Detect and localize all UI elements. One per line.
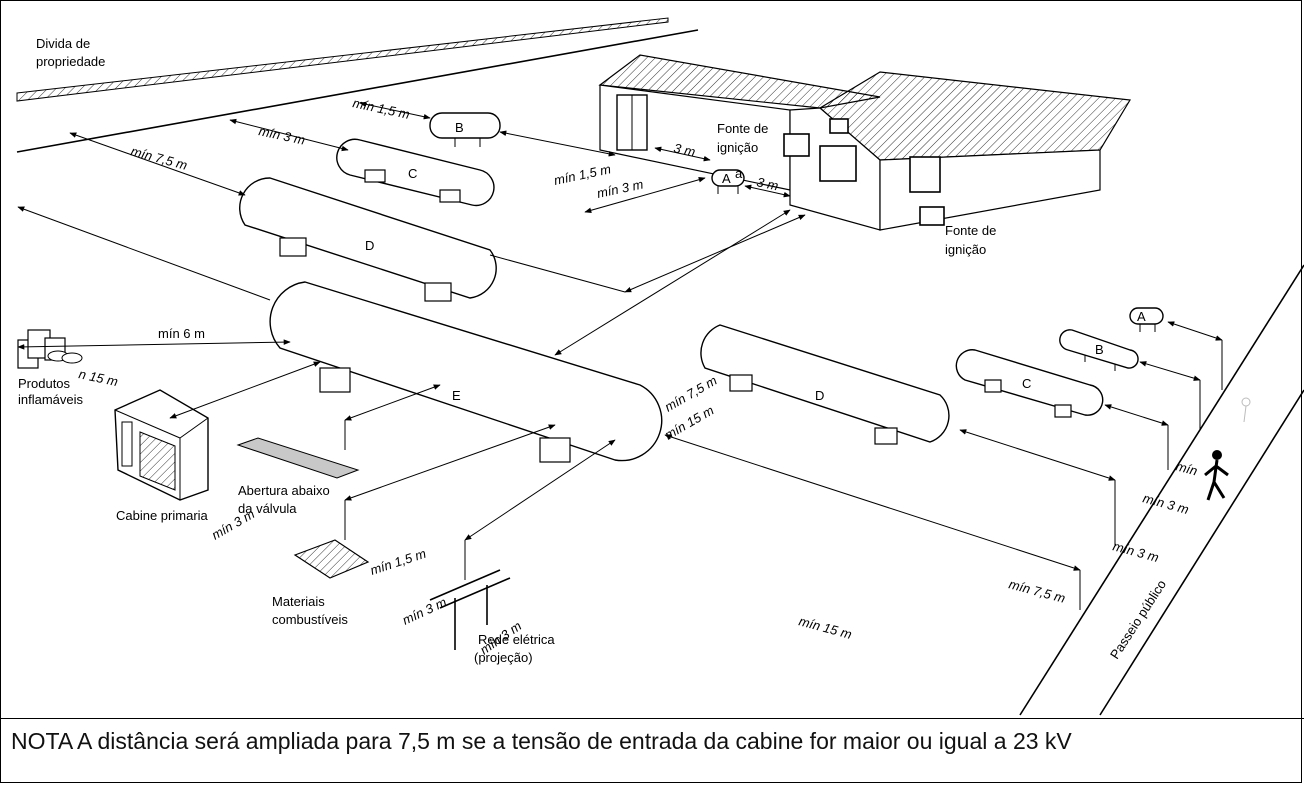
dim-c-property: mín 3 m	[257, 123, 306, 147]
valve-opening-label-1: Abertura abaixo	[238, 483, 330, 498]
tank-c-right-letter: C	[1022, 376, 1031, 391]
dim-flammables-15: n 15 m	[77, 366, 119, 389]
dim-a-house: 3 m	[755, 174, 779, 193]
tank-d-right-letter: D	[815, 388, 824, 403]
tank-c-right	[955, 349, 1104, 418]
tank-b-top	[429, 112, 501, 147]
valve-opening-area	[236, 437, 360, 479]
combustibles-pile	[293, 539, 370, 579]
note-divider	[0, 718, 1304, 719]
flammables-label-1: Produtos	[18, 376, 71, 391]
dim-power-1: mín 3 m	[400, 594, 449, 628]
flammables-pile	[17, 329, 83, 369]
tank-b-right-letter: B	[1095, 342, 1104, 357]
power-line-projection	[429, 569, 511, 650]
dim-d-property: mín 7,5 m	[129, 143, 189, 172]
combustibles-label-2: combustíveis	[272, 612, 348, 627]
tank-e-letter: E	[452, 388, 461, 403]
tank-a-right-letter: A	[1137, 309, 1146, 324]
property-line-label-2: propriedade	[36, 54, 105, 69]
tank-d-top-letter: D	[365, 238, 374, 253]
dim-street-d: mín 7,5 m	[1007, 576, 1067, 605]
tank-b-right	[1059, 329, 1139, 371]
primary-cabin-label: Cabine primaria	[116, 508, 209, 523]
dim-street-c: mín 3 m	[1111, 538, 1160, 565]
house	[598, 54, 1131, 231]
tank-c-top-letter: C	[408, 166, 417, 181]
power-line-label-2: (projeção)	[474, 650, 533, 665]
tank-e-main	[269, 281, 663, 463]
dim-street-b: mín 3 m	[1141, 490, 1190, 517]
ignition-source-box-1	[783, 133, 810, 157]
tank-a-house	[711, 169, 745, 194]
flammables-label-2: inflamáveis	[18, 392, 84, 407]
dim-street-a: mín	[1174, 458, 1199, 478]
property-fence	[16, 17, 699, 153]
ignition-label-1a: Fonte de	[717, 121, 768, 136]
tank-a-house-letter: A	[722, 171, 731, 186]
tank-d-right	[700, 324, 950, 445]
site-diagram: Divida de propriedade Fonte de ignição F…	[16, 17, 1304, 716]
dim-ground-15: mín 15 m	[797, 613, 853, 642]
ignition-label-2b: ignição	[945, 242, 986, 257]
tank-d-top	[239, 177, 497, 302]
dim-valve: mín 3 m	[209, 506, 257, 543]
dim-flammables: mín 6 m	[158, 326, 205, 341]
ignition-label-2a: Fonte de	[945, 223, 996, 238]
ignition-source-box-2	[919, 206, 945, 226]
sidewalk	[1019, 264, 1304, 716]
tank-a-house-sub: a	[735, 166, 743, 181]
combustibles-label-1: Materiais	[272, 594, 325, 609]
pedestrian-icon	[1204, 397, 1251, 501]
ignition-label-1b: ignição	[717, 140, 758, 155]
dim-combustibles: mín 1,5 m	[368, 546, 428, 578]
valve-opening-label-2: da válvula	[238, 501, 297, 516]
dim-b-property: mín 1,5 m	[351, 95, 411, 122]
tank-b-top-letter: B	[455, 120, 464, 135]
power-line-label-1: Rede elétrica	[478, 632, 555, 647]
note-text: NOTA A distância será ampliada para 7,5 …	[11, 728, 1072, 754]
dimension-lines	[17, 101, 1223, 610]
tank-a-right	[1129, 307, 1164, 332]
property-line-label-1: Divida de	[36, 36, 90, 51]
dim-3m-house: 3 m	[672, 140, 696, 159]
primary-cabin	[114, 389, 209, 501]
